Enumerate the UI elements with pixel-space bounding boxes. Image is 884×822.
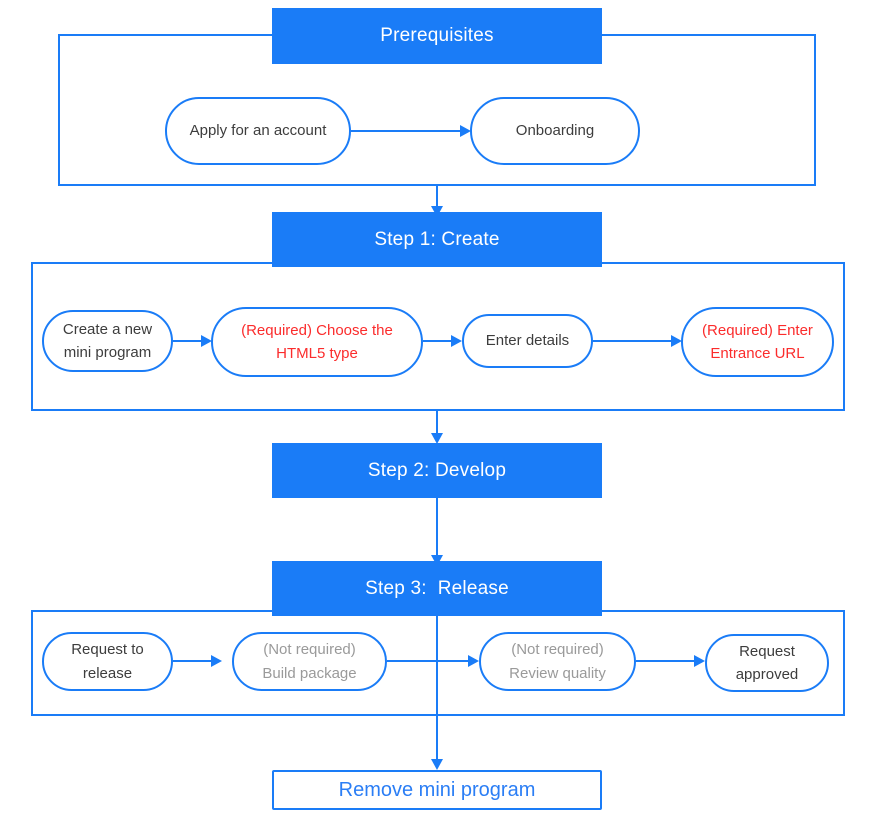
connector-enter-details-to-entrance-url [593,340,674,342]
node-remove-mini-program[interactable]: Remove mini program [272,770,602,810]
node-label-line2: Entrance URL [710,345,805,362]
step3-banner: Step 3: Release [272,561,602,616]
step1-banner-label: Step 1: Create [374,228,500,250]
arrowhead-apply-to-onboarding [460,125,471,137]
node-label-line2: Review quality [509,664,606,682]
connector-apply-to-onboarding [351,130,463,132]
node-not-required-review-quality[interactable]: (Not required) Review quality [479,632,636,691]
node-enter-details[interactable]: Enter details [462,314,593,368]
node-label-line1: (Not required) [511,641,604,659]
node-label-line2: mini program [63,344,152,361]
arrowhead-prereq-to-step1 [431,206,443,217]
node-label: Apply for an account [189,122,327,140]
node-request-approved[interactable]: Request approved [705,634,829,692]
node-request-to-release[interactable]: Request to release [42,632,173,691]
node-create-a-new-mini-program[interactable]: Create a new mini program [42,310,173,372]
connector-prereq-to-step1 [436,186,438,209]
connector-create-to-html5type [173,340,207,342]
connector-html5type-to-enter-details [423,340,457,342]
step3-banner-label: Step 3: Release [365,577,509,599]
node-label-line2: approved [735,666,799,683]
node-apply-for-an-account[interactable]: Apply for an account [165,97,351,165]
prerequisites-banner: Prerequisites [272,8,602,64]
step2-banner: Step 2: Develop [272,443,602,498]
connector-review-quality-to-request-approved [636,660,700,662]
arrowhead-enter-details-to-entrance-url [671,335,682,347]
step2-banner-label: Step 2: Develop [367,459,507,481]
connector-step1-to-step2 [436,411,438,436]
arrowhead-release-to-build-package [211,655,222,667]
arrowhead-create-to-html5type [201,335,212,347]
connector-release-to-build-package [173,660,217,662]
arrowhead-step3-to-remove [431,759,443,770]
step1-banner: Step 1: Create [272,212,602,267]
node-label-line2: HTML5 type [276,345,358,362]
node-label: Enter details [485,332,570,350]
connector-step2-to-step3 [436,498,438,558]
connector-build-package-to-review-quality [387,660,474,662]
arrowhead-build-package-to-review-quality [468,655,479,667]
node-label-line1: Create a new [62,320,153,338]
node-label-line2: release [82,664,133,682]
prerequisites-banner-label: Prerequisites [380,25,494,46]
node-not-required-build-package[interactable]: (Not required) Build package [232,632,387,691]
arrowhead-review-quality-to-request-approved [694,655,705,667]
node-label-line1: (Required) Choose the [241,321,393,339]
node-label: Remove mini program [338,778,536,801]
node-label-line1: (Not required) [263,641,356,659]
node-required-choose-html5-type[interactable]: (Required) Choose the HTML5 type [211,307,423,377]
node-label: Onboarding [515,122,595,140]
arrowhead-step1-to-step2 [431,433,443,444]
arrowhead-html5type-to-enter-details [451,335,462,347]
node-required-enter-entrance-url[interactable]: (Required) Enter Entrance URL [681,307,834,377]
node-label-line1: (Required) Enter [702,321,813,339]
node-label-line1: Request [739,642,795,660]
node-onboarding[interactable]: Onboarding [470,97,640,165]
arrowhead-step2-to-step3 [431,555,443,566]
connector-step3-to-remove [436,616,438,764]
node-label-line1: Request to [71,641,144,659]
node-label-line2: Build package [262,664,357,682]
